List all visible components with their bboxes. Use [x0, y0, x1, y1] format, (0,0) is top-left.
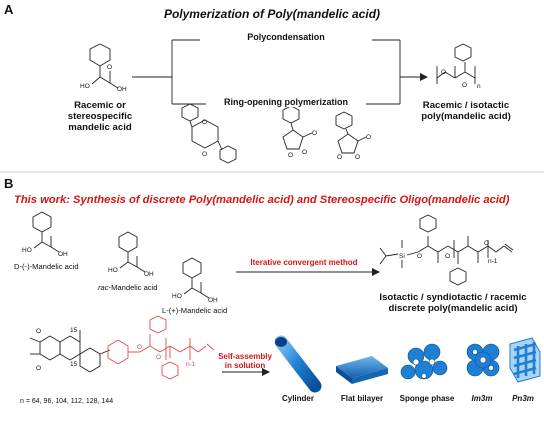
svg-text:O: O: [417, 253, 422, 260]
self-assembly-label: Self-assembly in solution: [218, 352, 272, 370]
svg-text:HO: HO: [108, 267, 118, 274]
panel-a-label: A: [4, 2, 14, 17]
im3m-morphology: [466, 343, 500, 377]
rac-mandelic-acid-structure: HO OH: [108, 231, 154, 278]
svg-text:O: O: [445, 253, 450, 260]
morph-label-flat-bilayer: Flat bilayer: [340, 394, 384, 403]
iterative-arrow: [236, 268, 380, 276]
svg-text:O: O: [36, 328, 41, 335]
atom-ho: HO: [80, 83, 90, 90]
svg-text:15: 15: [70, 327, 78, 334]
n-values-label: n = 64, 96, 104, 112, 128, 144: [20, 398, 114, 405]
svg-text:O: O: [36, 365, 41, 372]
svg-text:Si: Si: [399, 253, 405, 260]
morph-label-cylinder: Cylinder: [281, 394, 314, 403]
svg-text:15: 15: [70, 361, 78, 368]
d-mandelic-label: D-(-)-Mandelic acid: [14, 262, 79, 271]
svg-text:n-1: n-1: [186, 361, 196, 368]
svg-text:OH: OH: [208, 297, 218, 304]
atom-oh: OH: [117, 86, 127, 93]
sponge-phase-morphology: [400, 343, 448, 380]
svg-text:O: O: [137, 344, 142, 351]
l-mandelic-label: L-(+)-Mandelic acid: [162, 306, 228, 315]
lactide-structure: O O: [181, 103, 237, 164]
svg-text:n-1: n-1: [488, 258, 498, 265]
svg-text:O: O: [302, 149, 307, 156]
block-polymer-structure: 15 15 O O n-1 O O: [29, 315, 215, 380]
route-rop: Ring-opening polymerization: [206, 97, 366, 107]
svg-text:O: O: [156, 354, 161, 361]
svg-text:OH: OH: [144, 271, 154, 278]
svg-text:O: O: [312, 130, 317, 137]
svg-text:O: O: [355, 154, 360, 161]
svg-text:O: O: [484, 240, 489, 247]
svg-text:O: O: [202, 151, 207, 158]
ocarboxyanhydride-structure: O O O: [282, 105, 317, 159]
morph-label-pn3m: Pn3m: [512, 394, 534, 403]
d-mandelic-acid-structure: HO OH: [22, 211, 68, 258]
self-assembly-arrow: [222, 368, 270, 376]
atom-o: O: [107, 64, 112, 71]
rac-mandelic-label: rac-Mandelic acid: [98, 283, 158, 292]
svg-text:HO: HO: [172, 293, 182, 300]
svg-text:HO: HO: [22, 247, 32, 254]
product-label-a: Racemic / isotactic poly(mandelic acid): [421, 100, 511, 122]
monomer-label-a: Racemic or stereospecific mandelic acid: [67, 100, 133, 133]
panel-b-title: This work: Synthesis of discrete Poly(ma…: [14, 194, 510, 206]
svg-text:O: O: [462, 82, 467, 89]
panel-a-title: Polymerization of Poly(mandelic acid): [163, 7, 381, 21]
discrete-pma-structure: Si n-1 O O O: [379, 214, 514, 286]
reaction-bracket-a: [132, 39, 428, 105]
svg-text:O: O: [202, 119, 207, 126]
l-mandelic-acid-structure: HO OH: [172, 257, 218, 304]
svg-text:O: O: [366, 134, 371, 141]
flat-bilayer-morphology: [336, 356, 388, 384]
panel-b-label: B: [4, 176, 14, 191]
cylinder-morphology: [274, 335, 322, 393]
dioxolanone-structure: O O O: [335, 111, 371, 161]
svg-text:O: O: [337, 154, 342, 161]
subscript-n: n: [477, 83, 481, 90]
iterative-arrow-label: Iterative convergent method: [250, 258, 358, 267]
product-label-b: Isotactic / syndiotactic / racemic discr…: [379, 292, 527, 314]
svg-text:O: O: [441, 69, 446, 76]
polymer-structure-a: O O n: [436, 43, 481, 90]
pn3m-morphology: [509, 337, 541, 383]
svg-text:O: O: [288, 152, 293, 159]
morph-label-sponge: Sponge phase: [399, 394, 455, 403]
svg-text:OH: OH: [58, 251, 68, 258]
route-polycondensation: Polycondensation: [200, 32, 372, 42]
mandelic-acid-structure-a: HO O OH: [80, 43, 127, 93]
morph-label-im3m: Im3m: [471, 394, 493, 403]
